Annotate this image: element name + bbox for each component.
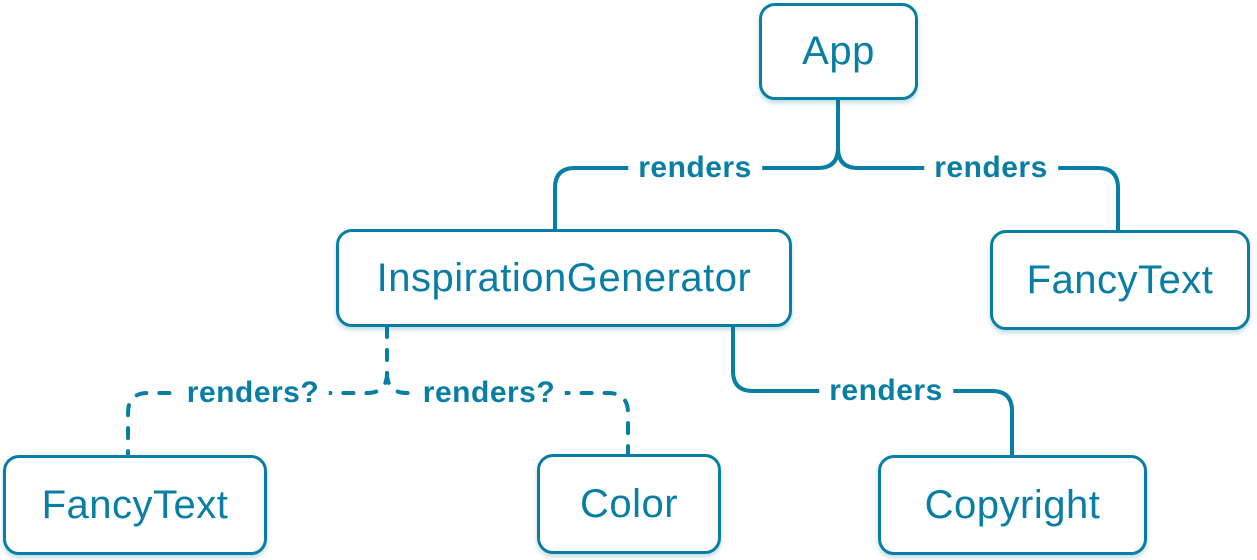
edge-label-inspiration-color: renders?	[412, 376, 566, 410]
node-color: Color	[537, 454, 721, 554]
edge-label-inspiration-copyright: renders	[819, 374, 953, 408]
node-copyright: Copyright	[878, 455, 1147, 555]
node-fancy-text-top: FancyText	[990, 230, 1250, 330]
edge-label-app-fancytext: renders	[924, 151, 1058, 185]
node-inspiration-generator: InspirationGenerator	[336, 229, 792, 327]
edge-label-inspiration-fancytext: renders?	[176, 376, 330, 410]
edge-app-fancytext-line	[836, 147, 1120, 230]
node-fancy-text-bottom: FancyText	[3, 455, 267, 555]
edge-label-app-inspiration: renders	[628, 151, 762, 185]
node-app: App	[759, 3, 918, 100]
edge-inspiration-color-line	[385, 371, 630, 456]
